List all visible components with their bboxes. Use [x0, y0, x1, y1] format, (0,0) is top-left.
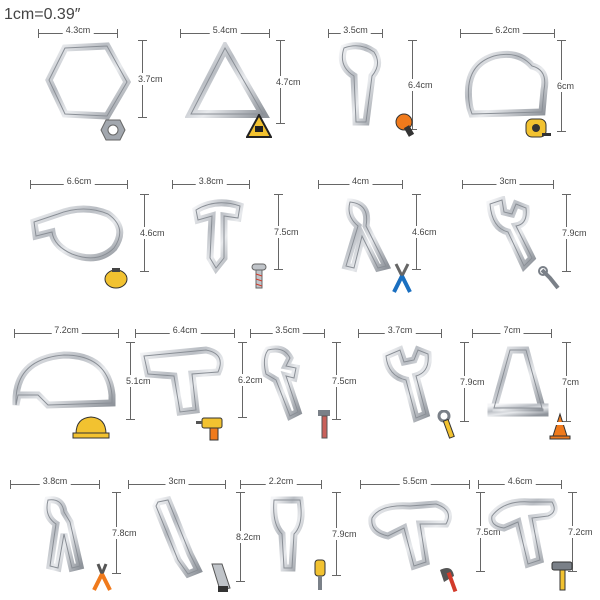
height-dimension: 7.9cm [458, 342, 485, 422]
width-dimension: 6.2cm [460, 25, 555, 39]
pipe-wrench-icon [318, 410, 330, 439]
height-dimension: 7.2cm [566, 492, 593, 572]
height-dimension: 5.1cm [124, 342, 151, 420]
conversion-note: 1cm=0.39″ [4, 6, 81, 23]
width-dimension: 2.2cm [240, 476, 322, 490]
height-dimension: 7.9cm [560, 194, 587, 272]
tape-measure-cutter [464, 50, 549, 118]
height-dimension: 3.7cm [136, 40, 163, 118]
adjustable-wrench-cutter [382, 345, 432, 423]
width-dimension: 5.4cm [180, 25, 270, 39]
wrench-cutter [486, 196, 537, 272]
height-dimension: 4.6cm [138, 194, 165, 272]
height-dimension: 6.4cm [406, 40, 433, 130]
width-dimension: 4.3cm [38, 25, 118, 39]
pipe-wrench-cutter [260, 345, 303, 421]
screwdriver-icon [314, 559, 326, 590]
hard-hat-icon [72, 416, 110, 439]
triangle-cutter [185, 42, 270, 118]
hammer-cutter [488, 498, 558, 569]
height-dimension: 8.2cm [234, 492, 261, 582]
pliers-cutter [341, 198, 392, 273]
width-dimension: 4cm [318, 176, 403, 190]
height-dimension: 7cm [560, 342, 580, 422]
drill-icon [196, 417, 223, 441]
screw-cutter [192, 199, 244, 275]
warning-sign-icon [246, 114, 272, 138]
width-dimension: 3cm [462, 176, 554, 190]
width-dimension: 4.6cm [478, 476, 562, 490]
tape-measure-icon [525, 118, 551, 138]
adjustable-wrench-icon [437, 410, 455, 439]
key-cutter [338, 42, 381, 126]
cone-cutter [487, 346, 549, 417]
drill-cutter [139, 346, 224, 416]
hexagon-cutter [45, 42, 132, 120]
screwdriver-cutter [270, 496, 305, 572]
cutter-wheel-icon [395, 113, 415, 137]
axe-icon [440, 568, 458, 593]
plumb-bob-icon [104, 268, 128, 289]
width-dimension: 7cm [472, 325, 552, 339]
width-dimension: 5.5cm [360, 476, 470, 490]
width-dimension: 3.8cm [10, 476, 100, 490]
height-dimension: 7.5cm [272, 194, 299, 270]
width-dimension: 3cm [128, 476, 226, 490]
height-dimension: 7.5cm [474, 492, 501, 572]
nut-icon [100, 119, 126, 141]
hand-saw-icon [211, 563, 231, 592]
wrench-icon [538, 266, 560, 290]
height-dimension: 7.9cm [330, 492, 357, 576]
width-dimension: 6.6cm [30, 176, 128, 190]
height-dimension: 7.5cm [330, 342, 357, 420]
height-dimension: 4.6cm [410, 194, 437, 270]
cutting-pliers-cutter [43, 496, 85, 573]
height-dimension: 4.7cm [274, 40, 301, 124]
height-dimension: 6.2cm [236, 342, 263, 418]
bowl-cutter [30, 205, 124, 262]
axe-cutter [368, 500, 452, 571]
width-dimension: 3.8cm [172, 176, 250, 190]
height-dimension: 6cm [555, 40, 575, 132]
width-dimension: 3.5cm [250, 325, 325, 339]
traffic-cone-icon [549, 412, 571, 440]
cutting-pliers-icon [92, 563, 112, 591]
width-dimension: 3.5cm [328, 25, 383, 39]
hard-hat-cutter [12, 351, 116, 409]
screw-icon [251, 263, 267, 289]
width-dimension: 7.2cm [14, 325, 119, 339]
width-dimension: 6.4cm [135, 325, 235, 339]
hammer-icon [551, 561, 573, 591]
saw-cutter [152, 496, 203, 579]
height-dimension: 7.8cm [110, 492, 137, 574]
pliers-icon [392, 263, 412, 293]
width-dimension: 3.7cm [358, 325, 442, 339]
